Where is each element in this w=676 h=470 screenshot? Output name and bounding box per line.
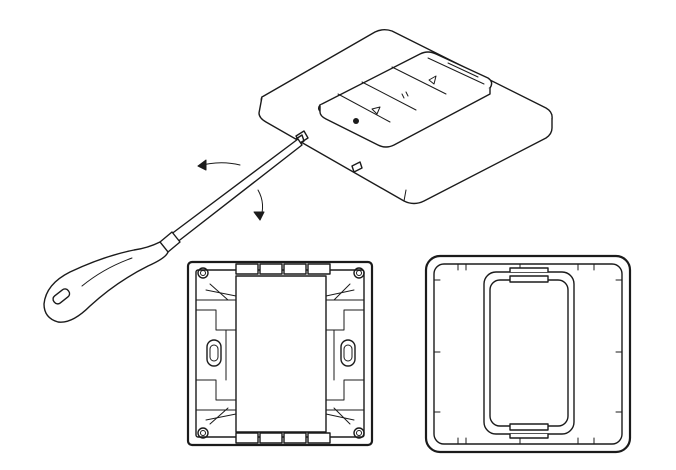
- screw-hole-icon: [353, 427, 365, 439]
- keypad-divider-2: [361, 81, 417, 111]
- bottom-latch: [509, 433, 549, 439]
- pause-icon: [401, 91, 409, 99]
- front-frame-view: [424, 254, 632, 454]
- screwdriver-handle: [43, 241, 169, 323]
- screwdriver-view: [43, 134, 305, 323]
- edge-ticks: [433, 263, 623, 445]
- back-frame-opening: [235, 275, 327, 433]
- base-plate-edge: [403, 189, 407, 202]
- screwdriver-shaft: [169, 138, 303, 244]
- keypad-side: [319, 87, 491, 148]
- top-latch: [509, 267, 549, 273]
- right-ribs: [325, 289, 365, 421]
- brand-strip: [447, 62, 479, 78]
- screw-hole-icon: [353, 267, 365, 279]
- bottom-latch-body: [509, 423, 549, 431]
- screw-hole-icon: [197, 267, 209, 279]
- rotate-arrow-head-2: [253, 211, 265, 221]
- up-arrow-icon: [428, 75, 437, 85]
- keypad-divider-1: [391, 66, 447, 95]
- handle-contour: [81, 257, 133, 287]
- rotate-arrow-head-1: [197, 159, 207, 171]
- keypad-divider-3: [337, 93, 391, 123]
- assembled-switch-view: [258, 29, 553, 205]
- top-tabs: [235, 263, 331, 275]
- base-plate-side: [258, 96, 553, 205]
- side-notch-right: [351, 161, 363, 173]
- screw-hole-icon: [197, 427, 209, 439]
- front-window-inner: [489, 279, 569, 427]
- bottom-tabs: [235, 432, 331, 444]
- back-frame-view: [186, 260, 374, 447]
- corner-braces: [209, 283, 351, 425]
- keypad-header: [427, 57, 485, 85]
- left-ribs: [195, 289, 237, 421]
- top-latch-body: [509, 275, 549, 283]
- handle-hang-hole: [52, 288, 71, 305]
- down-arrow-icon: [371, 106, 381, 115]
- logo-icon: [353, 118, 359, 124]
